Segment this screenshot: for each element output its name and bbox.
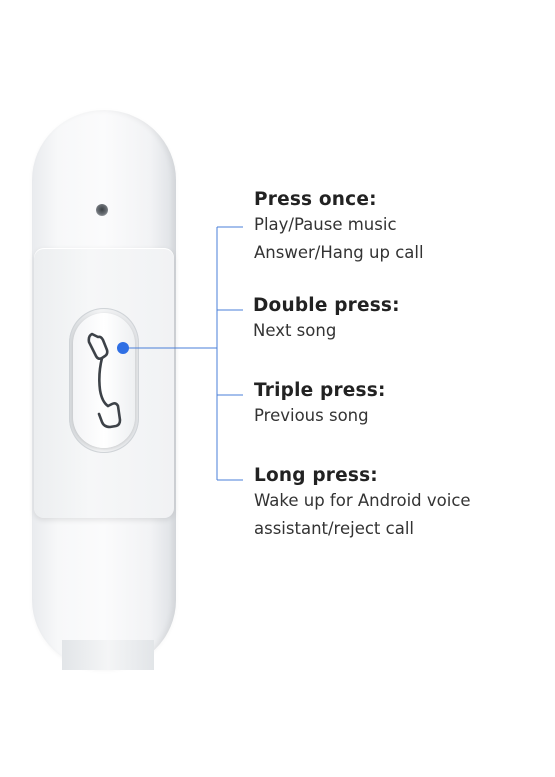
label-heading: Press once: (254, 189, 377, 210)
label-line: Previous song (254, 406, 369, 425)
label-line: Answer/Hang up call (254, 243, 424, 262)
button-indicator-dot (117, 342, 129, 354)
label-heading: Double press: (253, 295, 400, 316)
label-heading: Long press: (254, 465, 378, 486)
label-press-once: Press once: Play/Pause music Answer/Hang… (254, 189, 424, 267)
microphone-hole-icon (96, 204, 108, 216)
label-line: Next song (253, 321, 337, 340)
label-line: Wake up for Android voice (254, 491, 471, 510)
label-heading: Triple press: (254, 380, 386, 401)
label-long-press: Long press: Wake up for Android voice as… (254, 465, 471, 543)
label-line: assistant/reject call (254, 519, 414, 538)
phone-handset-icon (87, 332, 122, 429)
label-triple-press: Triple press: Previous song (254, 380, 386, 430)
cable (62, 640, 154, 670)
label-double-press: Double press: Next song (253, 295, 400, 345)
label-line: Play/Pause music (254, 215, 397, 234)
